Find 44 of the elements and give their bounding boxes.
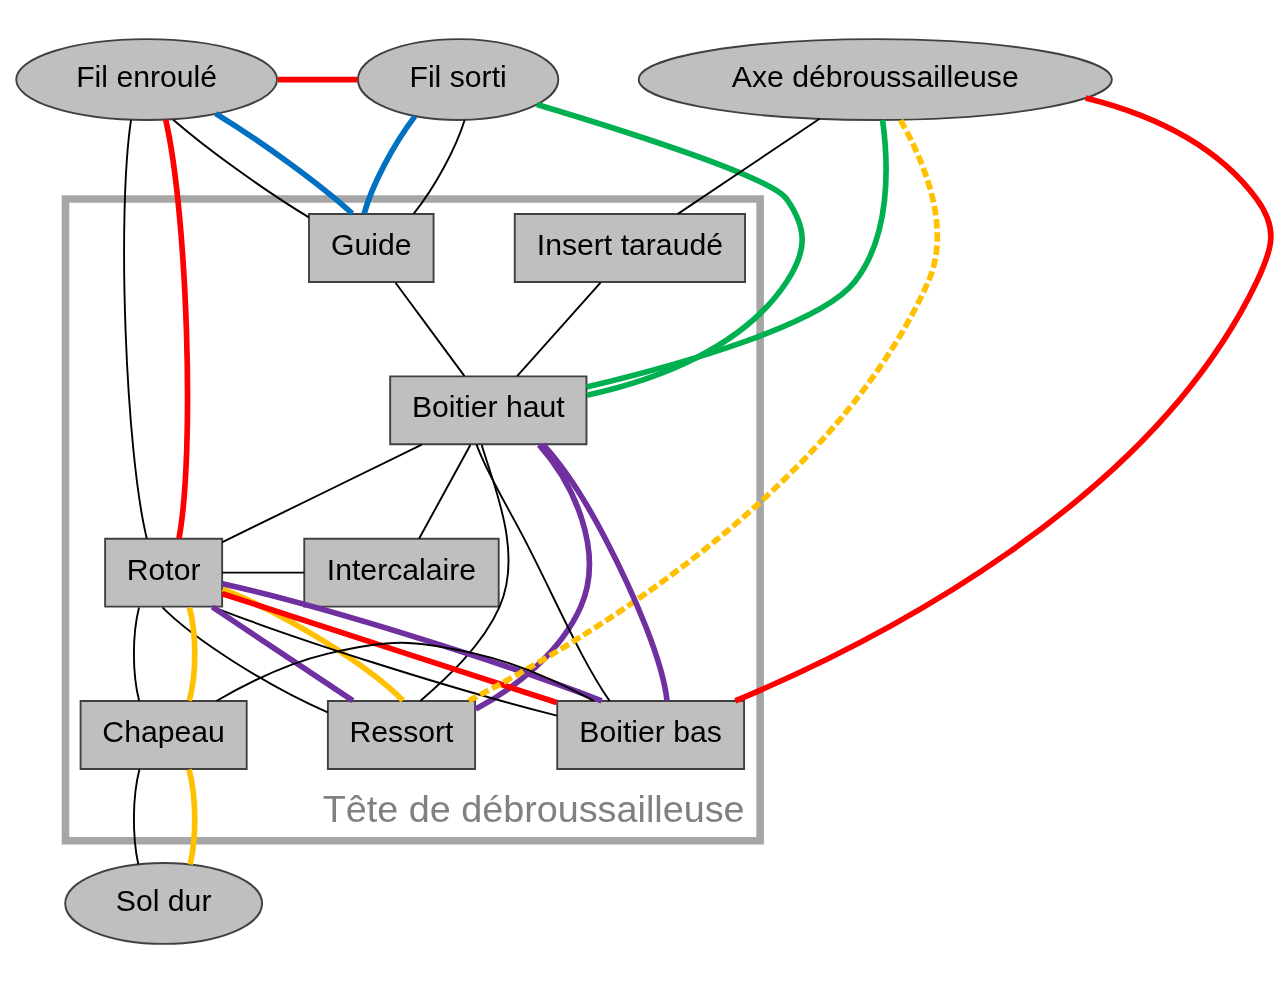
connector bbox=[536, 101, 805, 398]
connector bbox=[467, 118, 941, 704]
node-ellipse: Axe débroussailleuse bbox=[637, 38, 1113, 121]
connector bbox=[734, 95, 1274, 704]
connector bbox=[132, 768, 141, 866]
connector bbox=[676, 117, 821, 215]
node-box: Boitier haut bbox=[389, 375, 588, 446]
node-box: Insert taraudé bbox=[513, 213, 746, 283]
node-box: Intercalaire bbox=[303, 537, 500, 608]
connector bbox=[161, 606, 329, 714]
connector bbox=[186, 768, 198, 866]
node-ellipse: Fil enroulé bbox=[15, 38, 278, 121]
connector bbox=[221, 443, 423, 544]
connector bbox=[221, 581, 603, 704]
connector bbox=[394, 281, 466, 378]
connector bbox=[221, 571, 306, 574]
connector bbox=[540, 442, 670, 702]
connector bbox=[172, 118, 310, 219]
connector bbox=[419, 443, 510, 702]
connector bbox=[278, 76, 358, 83]
connector bbox=[418, 444, 472, 540]
connector bbox=[585, 119, 889, 390]
connector bbox=[221, 586, 405, 703]
connector bbox=[361, 114, 418, 215]
connector bbox=[186, 606, 198, 702]
node-ellipse: Fil sorti bbox=[357, 38, 560, 121]
node-box: Ressort bbox=[326, 700, 477, 770]
connector bbox=[132, 606, 141, 702]
connector bbox=[211, 605, 558, 717]
connector bbox=[475, 443, 611, 702]
connector bbox=[516, 281, 602, 378]
connector bbox=[474, 443, 593, 712]
node-box: Rotor bbox=[104, 537, 224, 608]
node-box: Guide bbox=[308, 213, 435, 283]
connector bbox=[162, 119, 191, 539]
node-box: Boitier bas bbox=[556, 700, 746, 770]
connector bbox=[221, 591, 558, 706]
connector bbox=[210, 604, 355, 704]
node-ellipse: Sol dur bbox=[64, 862, 264, 945]
connector bbox=[214, 111, 355, 216]
connector bbox=[123, 118, 148, 540]
node-box: Chapeau bbox=[79, 700, 248, 770]
connector bbox=[412, 118, 466, 215]
connector bbox=[215, 641, 595, 702]
